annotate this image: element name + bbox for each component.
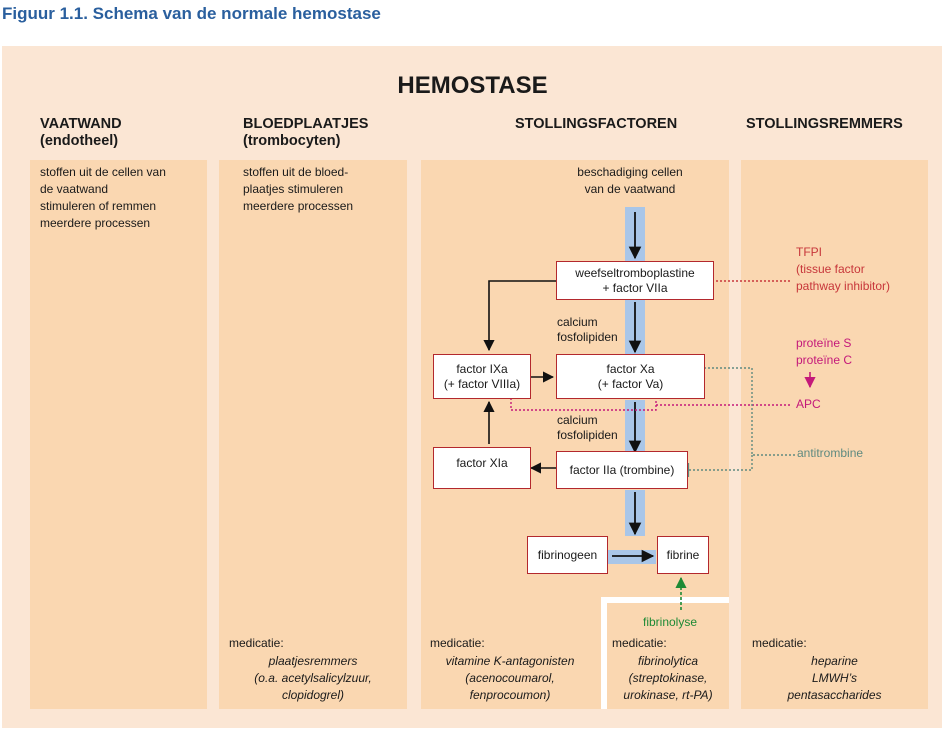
- fibrinolysis-panel: [607, 603, 729, 709]
- column-bloedplaatjes: [219, 160, 407, 709]
- medication-stollingsfactoren: vitamine K-antagonisten(acenocoumarol,fe…: [445, 654, 575, 702]
- box-fibrinogeen: fibrinogeen: [527, 536, 608, 574]
- main-title: HEMOSTASE: [397, 72, 548, 99]
- figure-title: Figuur 1.1. Schema van de normale hemost…: [2, 4, 381, 23]
- box-factor-xia: factor XIa: [433, 447, 531, 489]
- antitrombine-to-iia-line: [689, 455, 753, 471]
- column-vaatwand: [30, 160, 207, 709]
- box-weefseltromboplastine: weefseltromboplastine+ factor VIIa: [556, 261, 714, 300]
- description-bloedplaatjes: stoffen uit de bloed- plaatjes stimulere…: [243, 165, 354, 213]
- box-factor-ixa: factor IXa(+ factor VIIIa): [433, 354, 531, 399]
- box-factor-xa: factor Xa(+ factor Va): [556, 354, 705, 399]
- label-antitrombine: antitrombine: [797, 446, 864, 460]
- arrow-tissue-to-ixa: [483, 280, 556, 352]
- description-vaatwand: stoffen uit de cellen van de vaatwand st…: [40, 165, 166, 230]
- description-stollingsfactoren: beschadiging cellen van de vaatwand: [577, 165, 683, 196]
- column-title-stollingsremmers: STOLLINGSREMMERS: [746, 116, 903, 132]
- medication-header-stollingsfactoren: medicatie:: [430, 636, 485, 650]
- medication-header-bloedplaatjes: medicatie:: [229, 636, 284, 650]
- apc-to-viiia-line: [510, 396, 657, 411]
- column-title-vaatwand: VAATWAND(endotheel): [40, 116, 122, 149]
- label-fibrinolyse: fibrinolyse: [643, 615, 698, 629]
- column-stollingsremmers: [741, 160, 928, 709]
- column-title-stollingsfactoren: STOLLINGSFACTOREN: [515, 116, 678, 132]
- medication-header-fibrinolyse: medicatie:: [612, 636, 667, 650]
- medication-header-stollingsremmers: medicatie:: [752, 636, 807, 650]
- antitrombine-to-xa-line: [660, 367, 795, 456]
- label-apc: APC: [796, 397, 821, 411]
- column-title-bloedplaatjes: BLOEDPLAATJES(trombocyten): [243, 116, 369, 149]
- medication-fibrinolyse: fibrinolytica(streptokinase,urokinase, r…: [623, 654, 713, 702]
- medication-bloedplaatjes: plaatjesremmers(o.a. acetylsalicylzuur,c…: [254, 654, 372, 702]
- box-fibrine: fibrine: [657, 536, 709, 574]
- box-factor-iia: factor IIa (trombine): [556, 451, 688, 489]
- flow-band-5: [608, 550, 656, 564]
